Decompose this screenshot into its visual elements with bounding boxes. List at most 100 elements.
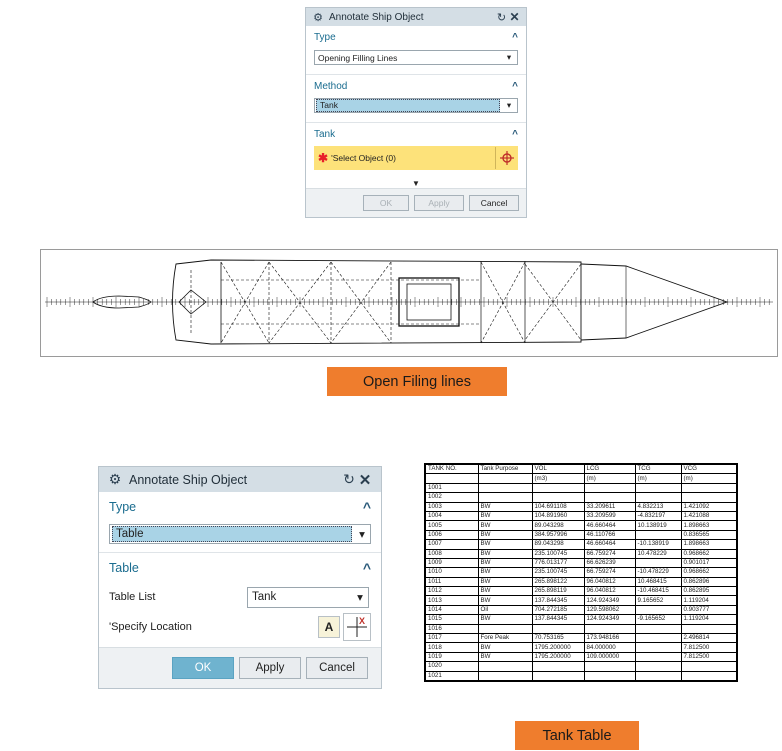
tank-table-header-cell: Tank Purpose xyxy=(477,463,533,475)
tank-table-cell xyxy=(634,623,682,635)
dialog-title: Annotate Ship Object xyxy=(129,472,248,487)
tank-table-cell: -9.165652 xyxy=(634,614,682,625)
method-section: Method ^ Tank ▾ xyxy=(306,74,526,122)
caption-open-filling-lines-text: Open Filing lines xyxy=(363,373,471,390)
reset-icon[interactable]: ↻ xyxy=(496,11,507,24)
tank-table-cell: 9.165652 xyxy=(634,595,682,606)
tank-table-cell xyxy=(680,492,738,503)
gear-icon: ⚙ xyxy=(313,11,323,24)
tank-table-cell: 129.598062 xyxy=(583,604,636,616)
tank-table-cell xyxy=(634,492,682,503)
tank-table-header-cell: (m3) xyxy=(531,473,585,484)
type-section: Type ^ Table ▾ xyxy=(99,492,381,552)
tank-table-cell: 1001 xyxy=(424,482,479,494)
tank-table-cell: 66.759274 xyxy=(583,567,636,578)
tank-section-header[interactable]: Tank ^ xyxy=(314,126,518,142)
tank-table-cell: 1018 xyxy=(424,642,479,653)
tank-table-cell: BW xyxy=(477,529,533,541)
tank-table-cell: 235.100745 xyxy=(531,567,585,578)
apply-button[interactable]: Apply xyxy=(239,657,301,679)
tank-table-header-row: (m3)(m)(m)(m) xyxy=(424,473,738,484)
type-dropdown[interactable]: Table ▾ xyxy=(109,524,371,544)
tank-table-cell: 33.209599 xyxy=(583,510,636,522)
tank-table-cell xyxy=(680,670,738,682)
select-object-label: 'Select Object (0) xyxy=(331,153,396,163)
required-asterisk-icon: ✱ xyxy=(318,151,329,165)
tank-table-cell xyxy=(583,492,636,503)
tank-table-cell xyxy=(583,661,636,672)
chevron-down-icon[interactable]: ▾ xyxy=(359,529,365,541)
tank-table-cell xyxy=(531,623,585,635)
tank-table-cell: 137.844345 xyxy=(531,614,585,625)
caption-tank-table-text: Tank Table xyxy=(542,727,612,744)
tank-table-cell: BW xyxy=(477,548,533,559)
gear-icon: ⚙ xyxy=(108,471,122,487)
ok-button[interactable]: OK xyxy=(172,657,234,679)
tank-table-cell xyxy=(680,482,738,494)
collapse-caret-icon[interactable]: ^ xyxy=(512,31,518,43)
table-row: 1016 xyxy=(424,623,738,635)
table-list-dropdown[interactable]: Tank ▾ xyxy=(247,586,369,608)
crosshair-select-icon[interactable] xyxy=(495,147,518,169)
tank-table-cell: 776.013177 xyxy=(531,557,585,569)
tank-table-cell: 124.924349 xyxy=(583,614,636,625)
tank-table-cell: BW xyxy=(477,501,533,512)
tank-table-cell: 1012 xyxy=(424,586,479,597)
chevron-down-icon[interactable]: ▾ xyxy=(357,592,363,604)
apply-button[interactable]: Apply xyxy=(414,195,464,211)
tank-table-cell: BW xyxy=(477,520,533,531)
chevron-down-icon[interactable]: ▾ xyxy=(506,52,512,62)
close-icon[interactable]: ✕ xyxy=(358,471,372,489)
tank-table-cell: 96.040812 xyxy=(583,586,636,597)
table-section-header[interactable]: Table ^ xyxy=(109,559,371,577)
method-dropdown[interactable]: Tank ▾ xyxy=(314,98,518,113)
method-section-header[interactable]: Method ^ xyxy=(314,78,518,94)
select-object-row[interactable]: ✱ 'Select Object (0) xyxy=(314,146,518,170)
tank-table-cell: -4.832197 xyxy=(634,510,682,522)
tank-table-cell: 384.957996 xyxy=(531,529,585,541)
cancel-button[interactable]: Cancel xyxy=(469,195,519,211)
tank-table-cell: 265.898122 xyxy=(531,576,585,588)
collapse-caret-icon[interactable]: ^ xyxy=(362,560,371,576)
ok-button[interactable]: OK xyxy=(363,195,409,211)
tank-table-cell: 235.100745 xyxy=(531,548,585,559)
close-icon[interactable]: ✕ xyxy=(509,10,520,24)
collapse-caret-icon[interactable]: ^ xyxy=(512,128,518,140)
tank-table-cell: -10.138919 xyxy=(634,539,682,550)
table-section-label: Table xyxy=(109,561,139,575)
type-dropdown[interactable]: Opening Filling Lines ▾ xyxy=(314,50,518,65)
tank-table-cell: BW xyxy=(477,576,533,588)
reset-icon[interactable]: ↻ xyxy=(343,471,355,487)
tank-table-cell: 89.043298 xyxy=(531,520,585,531)
collapse-caret-icon[interactable]: ^ xyxy=(362,499,371,515)
tank-table-cell xyxy=(531,661,585,672)
text-style-icon[interactable]: A xyxy=(318,616,340,638)
table-section: Table ^ Table List Tank ▾ 'Specify Locat… xyxy=(99,552,381,647)
tank-table-cell: 1016 xyxy=(424,623,479,635)
chevron-down-icon[interactable]: ▾ xyxy=(506,100,512,110)
collapse-caret-icon[interactable]: ^ xyxy=(512,80,518,92)
tank-table-cell xyxy=(583,670,636,682)
tank-section-label: Tank xyxy=(314,128,336,140)
more-options-toggle[interactable]: ▼ xyxy=(412,179,420,188)
tank-table-cell: 70.753165 xyxy=(531,633,585,644)
type-section-header[interactable]: Type ^ xyxy=(109,498,371,516)
cancel-button[interactable]: Cancel xyxy=(306,657,368,679)
table-row: 1021 xyxy=(424,670,738,682)
tank-table-header-cell xyxy=(424,473,479,484)
ship-plan-drawing xyxy=(45,259,773,345)
tank-table-cell: 1795.200000 xyxy=(531,642,585,653)
ship-drawing-frame xyxy=(40,249,778,357)
tank-table-cell: 10.138919 xyxy=(634,520,682,531)
tank-table-cell xyxy=(477,661,533,672)
type-section-header[interactable]: Type ^ xyxy=(314,29,518,45)
point-location-icon[interactable]: X xyxy=(343,613,371,641)
tank-table-cell xyxy=(634,633,682,644)
